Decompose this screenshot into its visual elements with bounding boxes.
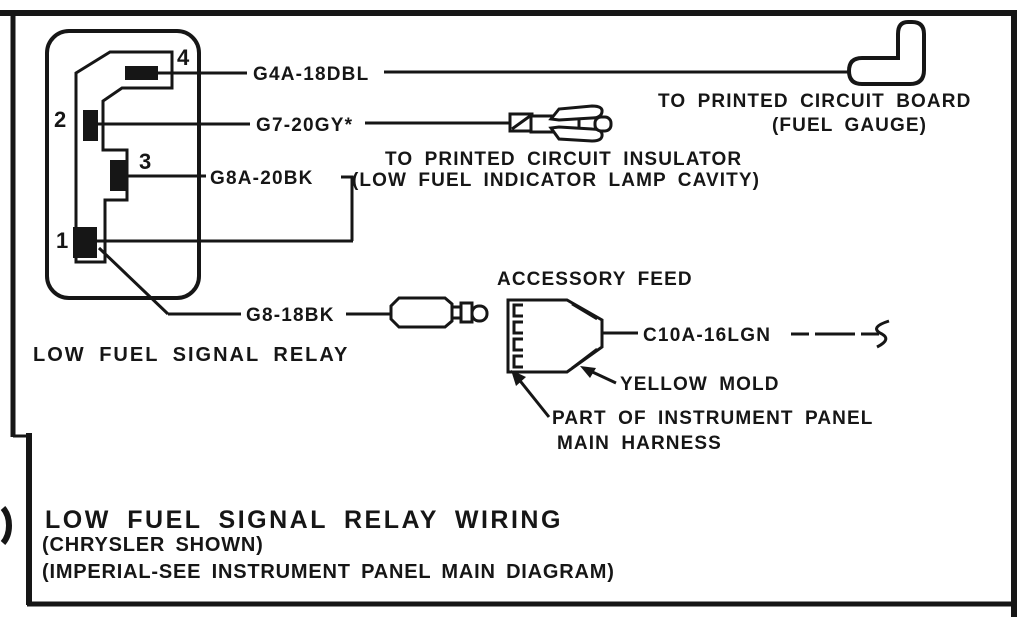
bullet-tip — [470, 304, 489, 323]
bullet-connector — [389, 296, 489, 329]
harness-label-line2: MAIN HARNESS — [557, 433, 722, 454]
relay-pin3-terminal — [110, 160, 126, 191]
bullet-body — [389, 296, 454, 329]
relay-pin2-terminal — [83, 110, 98, 141]
pcb-annotation-line1: TO PRINTED CIRCUIT BOARD — [658, 91, 971, 112]
relay-terminal-insert — [74, 50, 174, 264]
printed-circuit-board-terminal — [846, 20, 926, 86]
wire-g4a-label: G4A-18DBL — [253, 64, 369, 85]
printed-circuit-insulator-terminal — [508, 104, 613, 143]
mold-seam-top — [571, 302, 598, 321]
relay-label: LOW FUEL SIGNAL RELAY — [33, 344, 349, 366]
wire-g8-diagonal — [97, 246, 170, 316]
caption-title: LOW FUEL SIGNAL RELAY WIRING — [45, 506, 563, 534]
wire-g8-18bk: G8-18BK — [97, 246, 489, 329]
wire-g4a-18dbl: G4A-18DBL TO PRINTED CIRCUIT BOARD (FUEL… — [158, 20, 971, 136]
terminal-mark-1 — [512, 303, 523, 318]
accessory-feed-connector: ACCESSORY FEED C10A-16LGN YELLOW MOLD PA… — [497, 269, 890, 454]
wire-g7-label: G7-20GY* — [256, 115, 353, 136]
accessory-terminal-marks — [512, 303, 523, 369]
wire-g7-20gy: G7-20GY* TO PRINTED CIRCUIT INSULATOR (L… — [97, 104, 760, 191]
relay-pin4-terminal — [125, 66, 158, 80]
caption-line2: (CHRYSLER SHOWN) — [42, 534, 264, 556]
bullet-step2 — [459, 301, 474, 324]
relay-pin1-terminal — [73, 227, 97, 258]
wire-break-symbol — [875, 319, 890, 349]
insulator-annotation-line2: (LOW FUEL INDICATOR LAMP CAVITY) — [352, 170, 760, 191]
yellow-mold-label: YELLOW MOLD — [620, 374, 780, 395]
wire-g8a-20bk: G8A-20BK — [97, 168, 354, 243]
insulator-annotation-line1: TO PRINTED CIRCUIT INSULATOR — [385, 149, 742, 170]
mold-seam-bottom — [571, 348, 598, 369]
harness-label-line1: PART OF INSTRUMENT PANEL — [552, 408, 873, 429]
harness-arrowhead — [511, 370, 526, 386]
low-fuel-signal-relay-connector: 4 2 3 1 — [45, 29, 201, 300]
yellow-mold-arrowhead — [580, 366, 596, 378]
pin4-number: 4 — [177, 45, 190, 70]
wire-g8a-down-jog — [341, 175, 354, 241]
terminal-mark-3 — [512, 337, 523, 352]
caption-line3: (IMPERIAL-SEE INSTRUMENT PANEL MAIN DIAG… — [42, 561, 615, 583]
wire-c10a-label: C10A-16LGN — [643, 325, 771, 346]
figure-border — [0, 10, 1017, 617]
insulator-lower-blade — [548, 125, 604, 143]
terminal-mark-2 — [512, 320, 523, 335]
accessory-connector-body — [506, 298, 604, 374]
accessory-feed-label: ACCESSORY FEED — [497, 269, 693, 290]
pin2-number: 2 — [54, 107, 66, 132]
insulator-tip — [593, 115, 613, 133]
wire-g8-label: G8-18BK — [246, 305, 335, 326]
terminal-mark-4 — [512, 354, 523, 369]
insulator-upper-blade — [548, 104, 604, 122]
figure-caption: LOW FUEL SIGNAL RELAY WIRING (CHRYSLER S… — [42, 506, 615, 583]
harness-arrow-line — [515, 376, 551, 418]
page-edge-cutoff-glyph — [0, 506, 12, 545]
insulator-crimp-hatch — [511, 114, 531, 131]
pin1-number: 1 — [56, 228, 68, 253]
pin3-number: 3 — [139, 149, 151, 174]
wire-g8a-label: G8A-20BK — [210, 168, 314, 189]
pcb-annotation-line2: (FUEL GAUGE) — [772, 115, 927, 136]
